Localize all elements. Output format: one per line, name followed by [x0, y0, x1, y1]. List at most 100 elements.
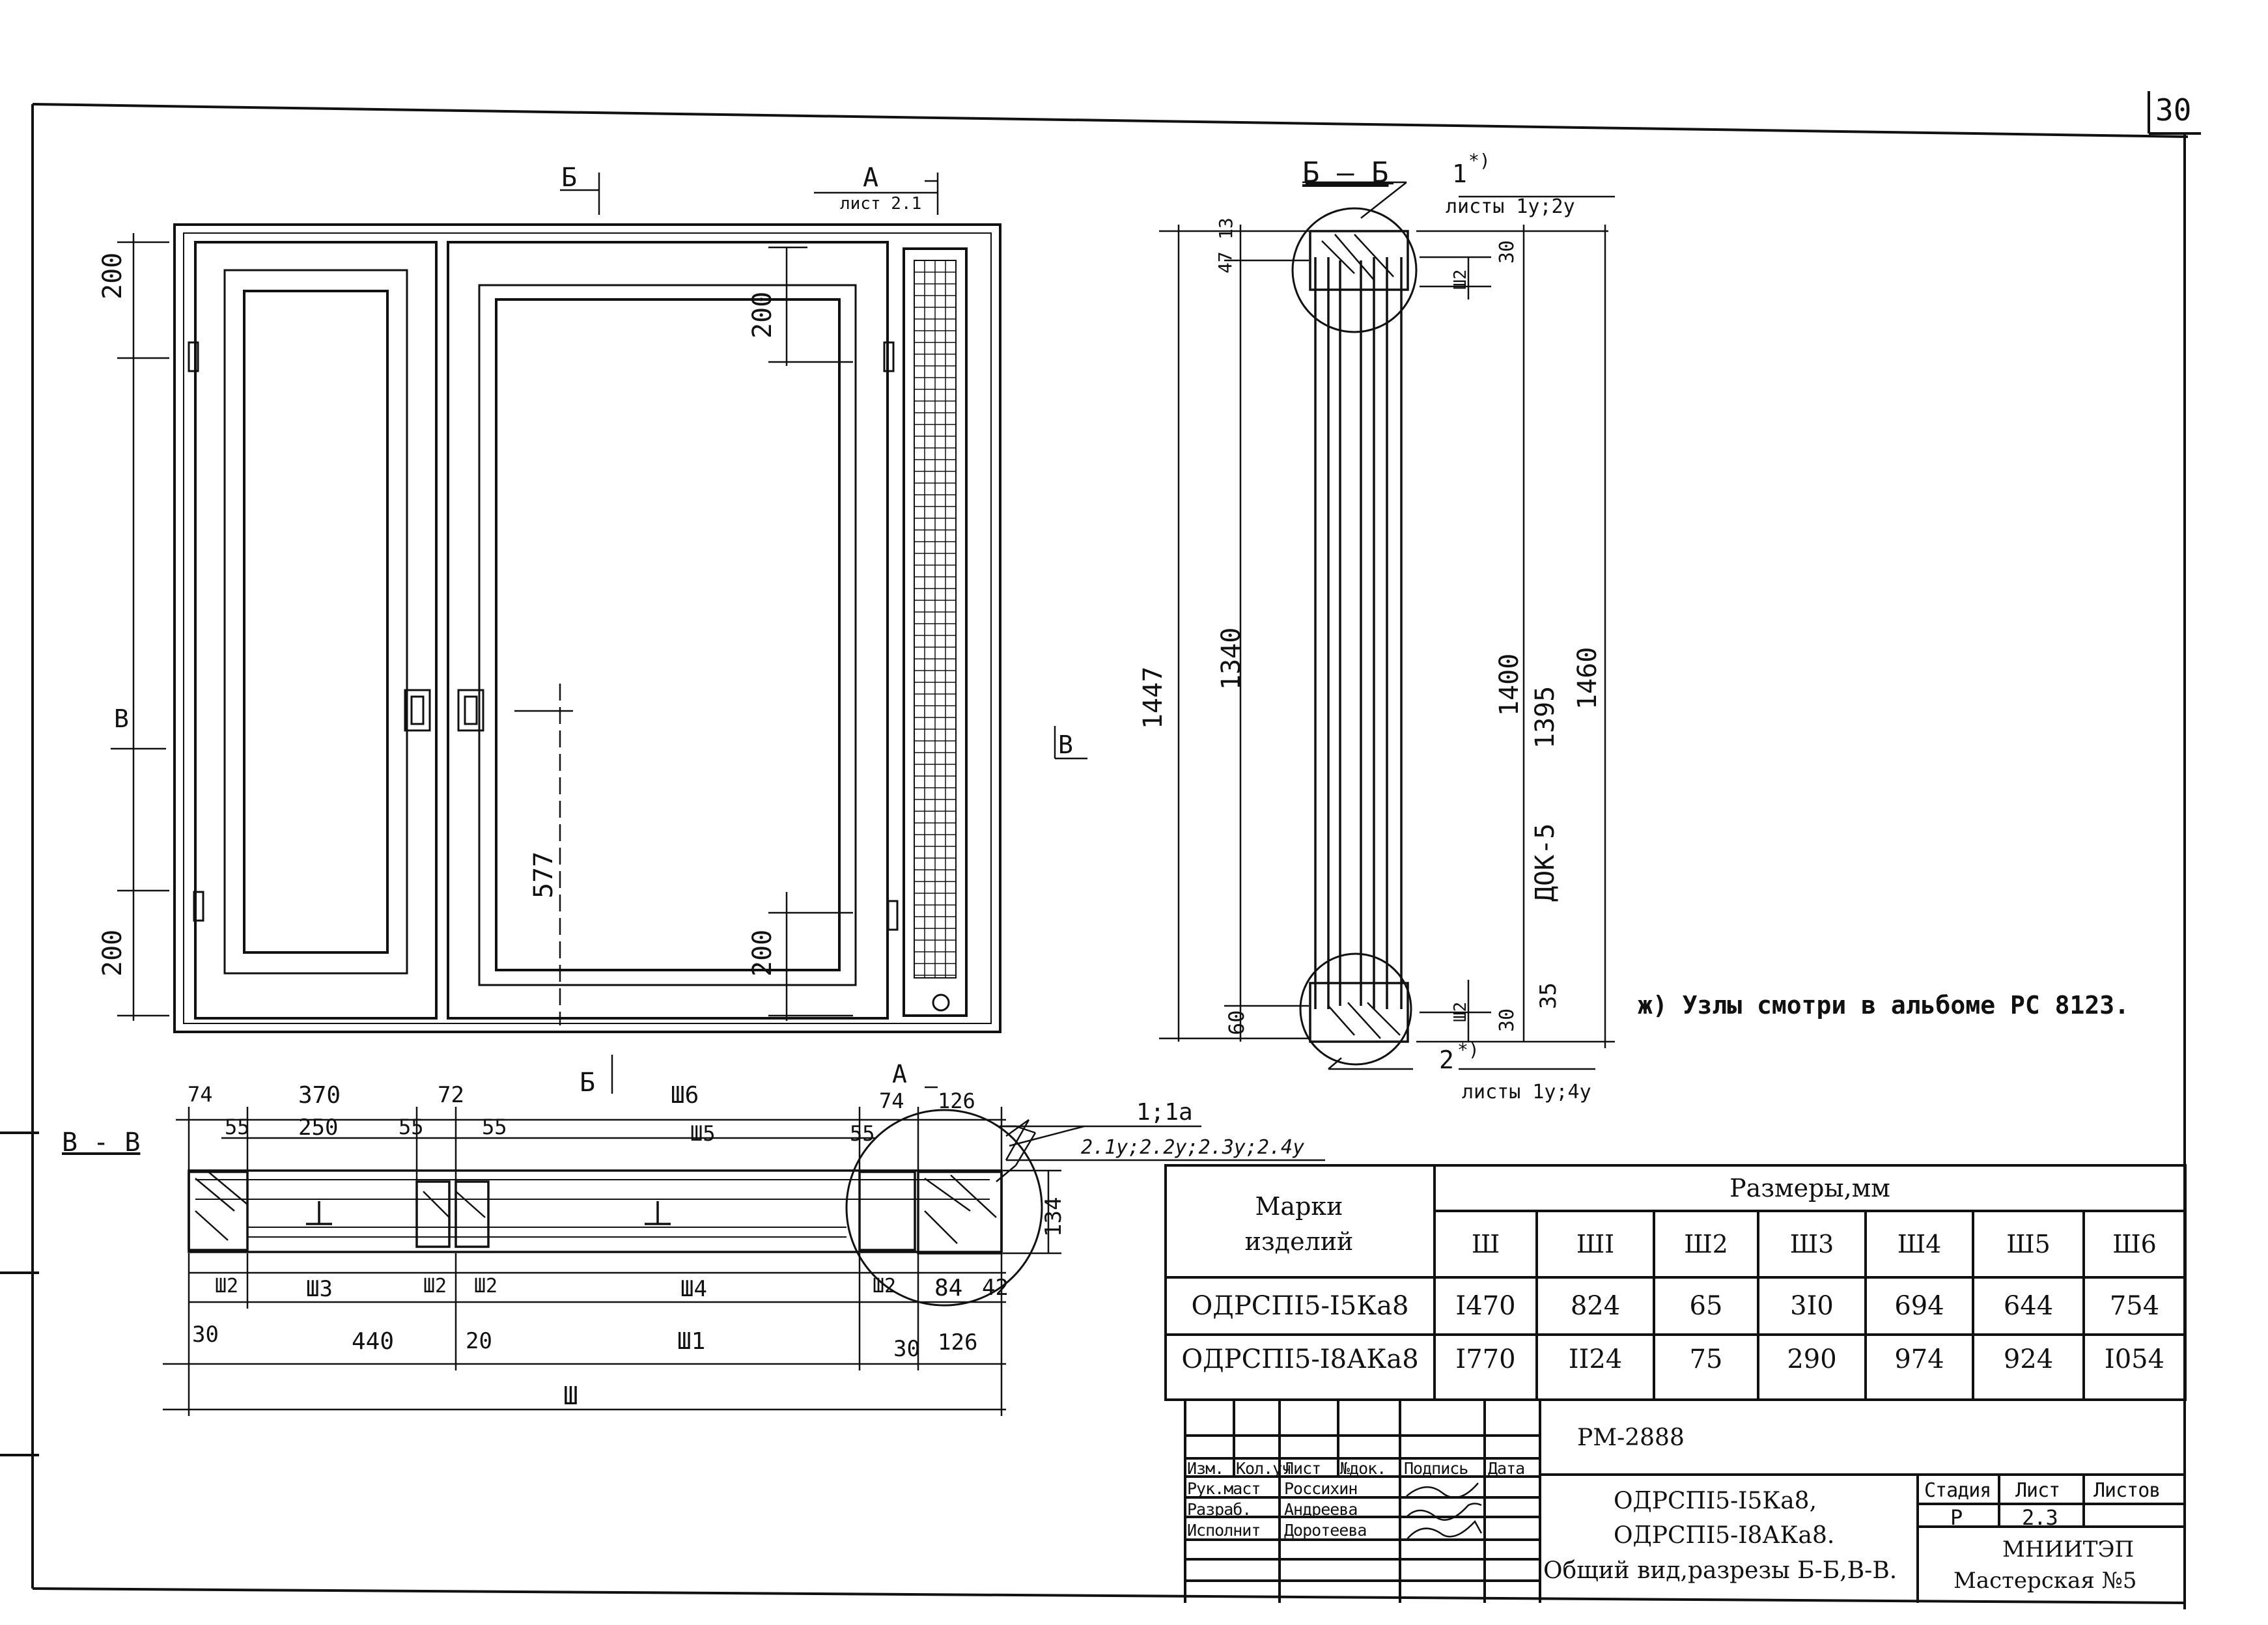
person-1-role: Рук.маст	[1187, 1479, 1261, 1498]
node-1-1a-callout-circle	[845, 1109, 1043, 1307]
section-bb-title: Б — Б	[1302, 156, 1389, 189]
section-vv-profile	[188, 1169, 1003, 1255]
person-2-name: Андреева	[1284, 1500, 1358, 1519]
dim-577: 577	[529, 851, 559, 898]
vv-dsh6: Ш6	[671, 1082, 699, 1109]
node-2-asterisk: *)	[1457, 1039, 1479, 1061]
vent-knob-icon	[932, 993, 950, 1012]
dim-200-center-top: 200	[748, 291, 777, 339]
section-bb-dimensions	[1159, 181, 1615, 1070]
cut-v-left-label: В	[114, 704, 129, 733]
rev-header-izm: Изм.	[1187, 1459, 1224, 1478]
vv-d134: 134	[1041, 1197, 1067, 1237]
vv-d126b: 126	[938, 1329, 978, 1355]
vv-d74b: 74	[879, 1089, 904, 1113]
node-a-top-sheet: лист 2.1	[840, 194, 922, 214]
dim-200-left-bottom: 200	[98, 929, 128, 977]
doc-title-line-3: Общий вид,разрезы Б-Б,В-В.	[1543, 1557, 1897, 1584]
table-row-1-sh5: 644	[2003, 1291, 2054, 1321]
vv-dsh1: Ш1	[677, 1328, 706, 1355]
sheets-label: Листов	[2093, 1479, 2161, 1502]
dim-sh2-bottom: Ш2	[1451, 1001, 1470, 1022]
dim-1340: 1340	[1216, 627, 1246, 690]
vv-d55a: 55	[225, 1115, 250, 1139]
vv-dsh: Ш	[563, 1382, 578, 1410]
org-name: МНИИТЭП	[2002, 1536, 2135, 1562]
table-row-1-mark: ОДРСПI5-I5Ка8	[1191, 1291, 1409, 1321]
vv-d370: 370	[298, 1082, 341, 1109]
table-row-1-sh2: 65	[1689, 1291, 1723, 1321]
vv-d250: 250	[298, 1115, 339, 1141]
rev-header-data: Дата	[1488, 1459, 1525, 1478]
dim-1460: 1460	[1573, 646, 1603, 710]
front-view-dimensions	[111, 173, 1087, 1094]
table-row-2-sh3: 290	[1787, 1344, 1837, 1374]
sizes-table-grid	[1164, 1164, 2187, 1401]
person-3-name: Доротеева	[1284, 1521, 1367, 1540]
dim-200-center-bottom: 200	[748, 929, 777, 977]
dim-60: 60	[1224, 1010, 1249, 1035]
dim-30-bottom: 30	[1496, 1008, 1519, 1032]
sheet-value: 2.3	[2022, 1505, 2058, 1530]
signature-marks	[1406, 1482, 1483, 1540]
node-1-sheets: листы 1у;2у	[1446, 195, 1575, 218]
node-1-label: 1	[1452, 160, 1467, 188]
table-col-sh3: Ш3	[1789, 1230, 1834, 1258]
table-col-sh6: Ш6	[2112, 1230, 2157, 1258]
section-vv-dimensions	[163, 1118, 1325, 1411]
stage-label: Стадия	[1924, 1479, 1991, 1502]
node-1-1a-label: 1;1а	[1136, 1099, 1193, 1126]
margin-ticks	[0, 1132, 39, 1456]
handle-icon	[404, 689, 484, 732]
table-col-sh5: Ш5	[2006, 1230, 2051, 1258]
table-header-marks: Марки изделий	[1244, 1192, 1354, 1256]
person-3-role: Исполнит	[1187, 1521, 1261, 1540]
vv-extension-lines	[188, 1107, 1003, 1416]
table-row-2-mark: ОДРСПI5-I8АКа8	[1181, 1344, 1419, 1374]
table-row-2-sh5: 924	[2003, 1344, 2054, 1374]
table-row-2-sh1: II24	[1568, 1344, 1623, 1374]
vv-d55d: 55	[850, 1121, 875, 1146]
node-a-bottom-label: А	[892, 1060, 907, 1089]
dim-1400: 1400	[1494, 653, 1524, 716]
table-row-2-sh: I770	[1455, 1344, 1516, 1374]
person-2-role: Разраб.	[1187, 1500, 1252, 1519]
cut-b-top-label: Б	[561, 163, 578, 193]
dim-35: 35	[1535, 982, 1561, 1009]
dim-47: 47	[1214, 251, 1236, 273]
table-row-1-sh6: 754	[2109, 1291, 2160, 1321]
table-col-sh1: ШI	[1576, 1230, 1615, 1258]
section-vv-title: В - В	[62, 1128, 141, 1158]
table-col-sh2: Ш2	[1684, 1230, 1728, 1258]
stage-value: Р	[1950, 1505, 1963, 1530]
hinge-icon	[188, 341, 899, 931]
org-workshop: Мастерская №5	[1953, 1568, 2137, 1594]
vv-d440: 440	[352, 1328, 395, 1355]
node-1-1a-sheets: 2.1у;2.2у;2.3у;2.4у	[1081, 1136, 1305, 1159]
table-header-sizes: Размеры,мм	[1729, 1174, 1890, 1202]
sheet-label: Лист	[2015, 1479, 2060, 1502]
vv-d42: 42	[982, 1275, 1009, 1301]
vv-dsh2b: Ш2	[423, 1275, 447, 1298]
table-col-sh4: Ш4	[1897, 1230, 1942, 1258]
cut-v-right-label: В	[1058, 730, 1073, 759]
table-row-1-sh4: 694	[1894, 1291, 1944, 1321]
node-2-label: 2	[1439, 1046, 1454, 1074]
title-block-grid	[1184, 1400, 2185, 1603]
table-row-1-sh: I470	[1455, 1291, 1516, 1321]
dim-sh2-top: Ш2	[1451, 269, 1470, 290]
vv-d55b: 55	[399, 1115, 424, 1139]
table-row-2-sh2: 75	[1689, 1344, 1723, 1374]
table-row-1-sh3: 3I0	[1790, 1291, 1834, 1321]
dim-30-top: 30	[1496, 240, 1519, 264]
dim-1395: 1395	[1530, 686, 1560, 749]
rev-header-ndok: №док.	[1340, 1459, 1386, 1478]
dim-13: 13	[1215, 217, 1237, 240]
rev-header-list: Лист	[1284, 1459, 1321, 1478]
vv-d72: 72	[438, 1082, 464, 1108]
vent-grille	[914, 260, 957, 978]
table-col-sh: Ш	[1471, 1230, 1500, 1258]
vv-d30a: 30	[192, 1322, 219, 1348]
doc-title-line-1: ОДРСПI5-I5Ка8,	[1614, 1488, 1817, 1514]
